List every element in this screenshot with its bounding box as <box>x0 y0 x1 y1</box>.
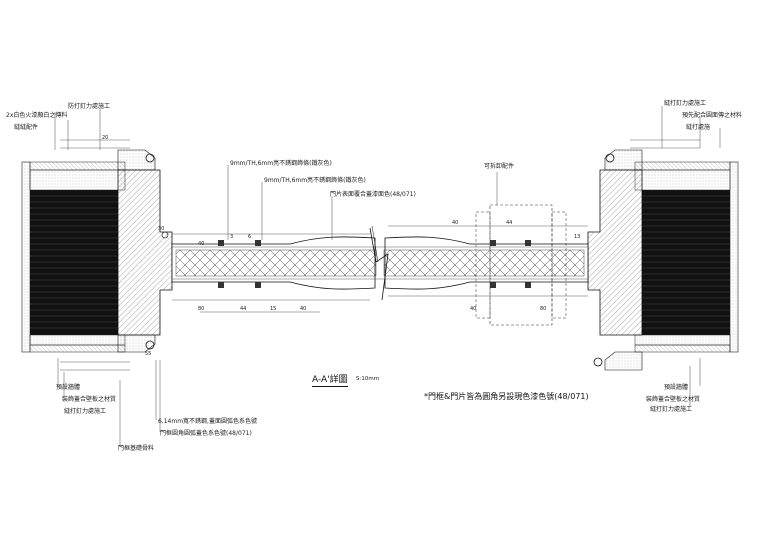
label-top-left-1: 2x白色火漆顏白之傳料 <box>6 112 68 119</box>
dim-text: 40 <box>300 306 306 312</box>
label-top-right-3: 縫打處施 <box>686 124 711 131</box>
label-bottom-center-2: 門框圓角圓弧蓋色系色號(48/071) <box>160 430 252 437</box>
dim-text: 80 <box>540 306 546 312</box>
drawing-scale: S:10mm <box>356 376 380 382</box>
label-center-top-3: 門片表面覆合蓋漆面色(48/071) <box>330 191 416 198</box>
door-leaf <box>171 225 589 301</box>
leader-lines <box>54 106 721 446</box>
dim-text: 80 <box>198 306 204 312</box>
label-bottom-left-3: 縫打釘力處施工 <box>64 408 107 415</box>
title-underline <box>312 386 348 387</box>
dim-text: 40 <box>198 241 204 247</box>
removable-fixture <box>475 204 567 326</box>
label-top-left-3: 防打釘力處施工 <box>68 103 111 110</box>
label-bottom-right-3: 縫打釘力處施工 <box>650 406 693 413</box>
dim-text: 44 <box>506 220 512 226</box>
dim-text: 40 <box>470 306 476 312</box>
dim-text: 44 <box>240 306 246 312</box>
label-bottom-left-2: 裝飾蓋合壁板之材質 <box>62 396 117 403</box>
label-center-top-1: 9mm/TH,6mm亮不銹鋼飾條(鐵灰色) <box>230 160 332 167</box>
dim-text: 3 <box>230 234 233 240</box>
dimension-lines <box>172 225 588 313</box>
dim-text: 13 <box>574 234 580 240</box>
label-top-right-2: 預先配合圓面傳之材料 <box>682 112 743 119</box>
dimension-texts: 20 40 3 6 40 15 44 80 40 44 13 40 80 55 … <box>102 135 580 357</box>
drawing-note: *門框&門片皆為圓角另設現色漆色號(48/071) <box>424 392 589 401</box>
dim-text: 15 <box>270 306 276 312</box>
label-center-top-2: 9mm/TH,6mm亮不銹鋼飾條(鐵灰色) <box>264 177 366 184</box>
dim-text: 6 <box>248 234 251 240</box>
right-wall <box>587 139 739 371</box>
label-top-right-1: 縫打釘力處施工 <box>664 100 707 107</box>
label-top-left-2: 縫縫配件 <box>14 124 39 131</box>
label-bottom-left-1: 預設牆體 <box>56 384 81 391</box>
label-center-right: 可拆卸配件 <box>484 163 515 170</box>
dim-text: 30 <box>158 226 164 232</box>
drawing-title: A-A'詳圖 <box>312 372 348 387</box>
dim-text: 20 <box>102 135 108 141</box>
label-bottom-left-4: 門框基礎骨料 <box>118 445 155 452</box>
label-bottom-right-1: 預設牆體 <box>664 384 689 391</box>
label-bottom-right-2: 裝飾蓋合壁板之材質 <box>646 396 701 403</box>
drawing-title-text: A-A'詳圖 <box>312 375 348 385</box>
label-bottom-center-1: 6,14mm寬不銹鋼,蓋面圓弧色系色號 <box>158 418 257 425</box>
dim-text: 40 <box>452 220 458 226</box>
dim-text: 55 <box>145 351 151 357</box>
left-wall <box>21 139 173 371</box>
